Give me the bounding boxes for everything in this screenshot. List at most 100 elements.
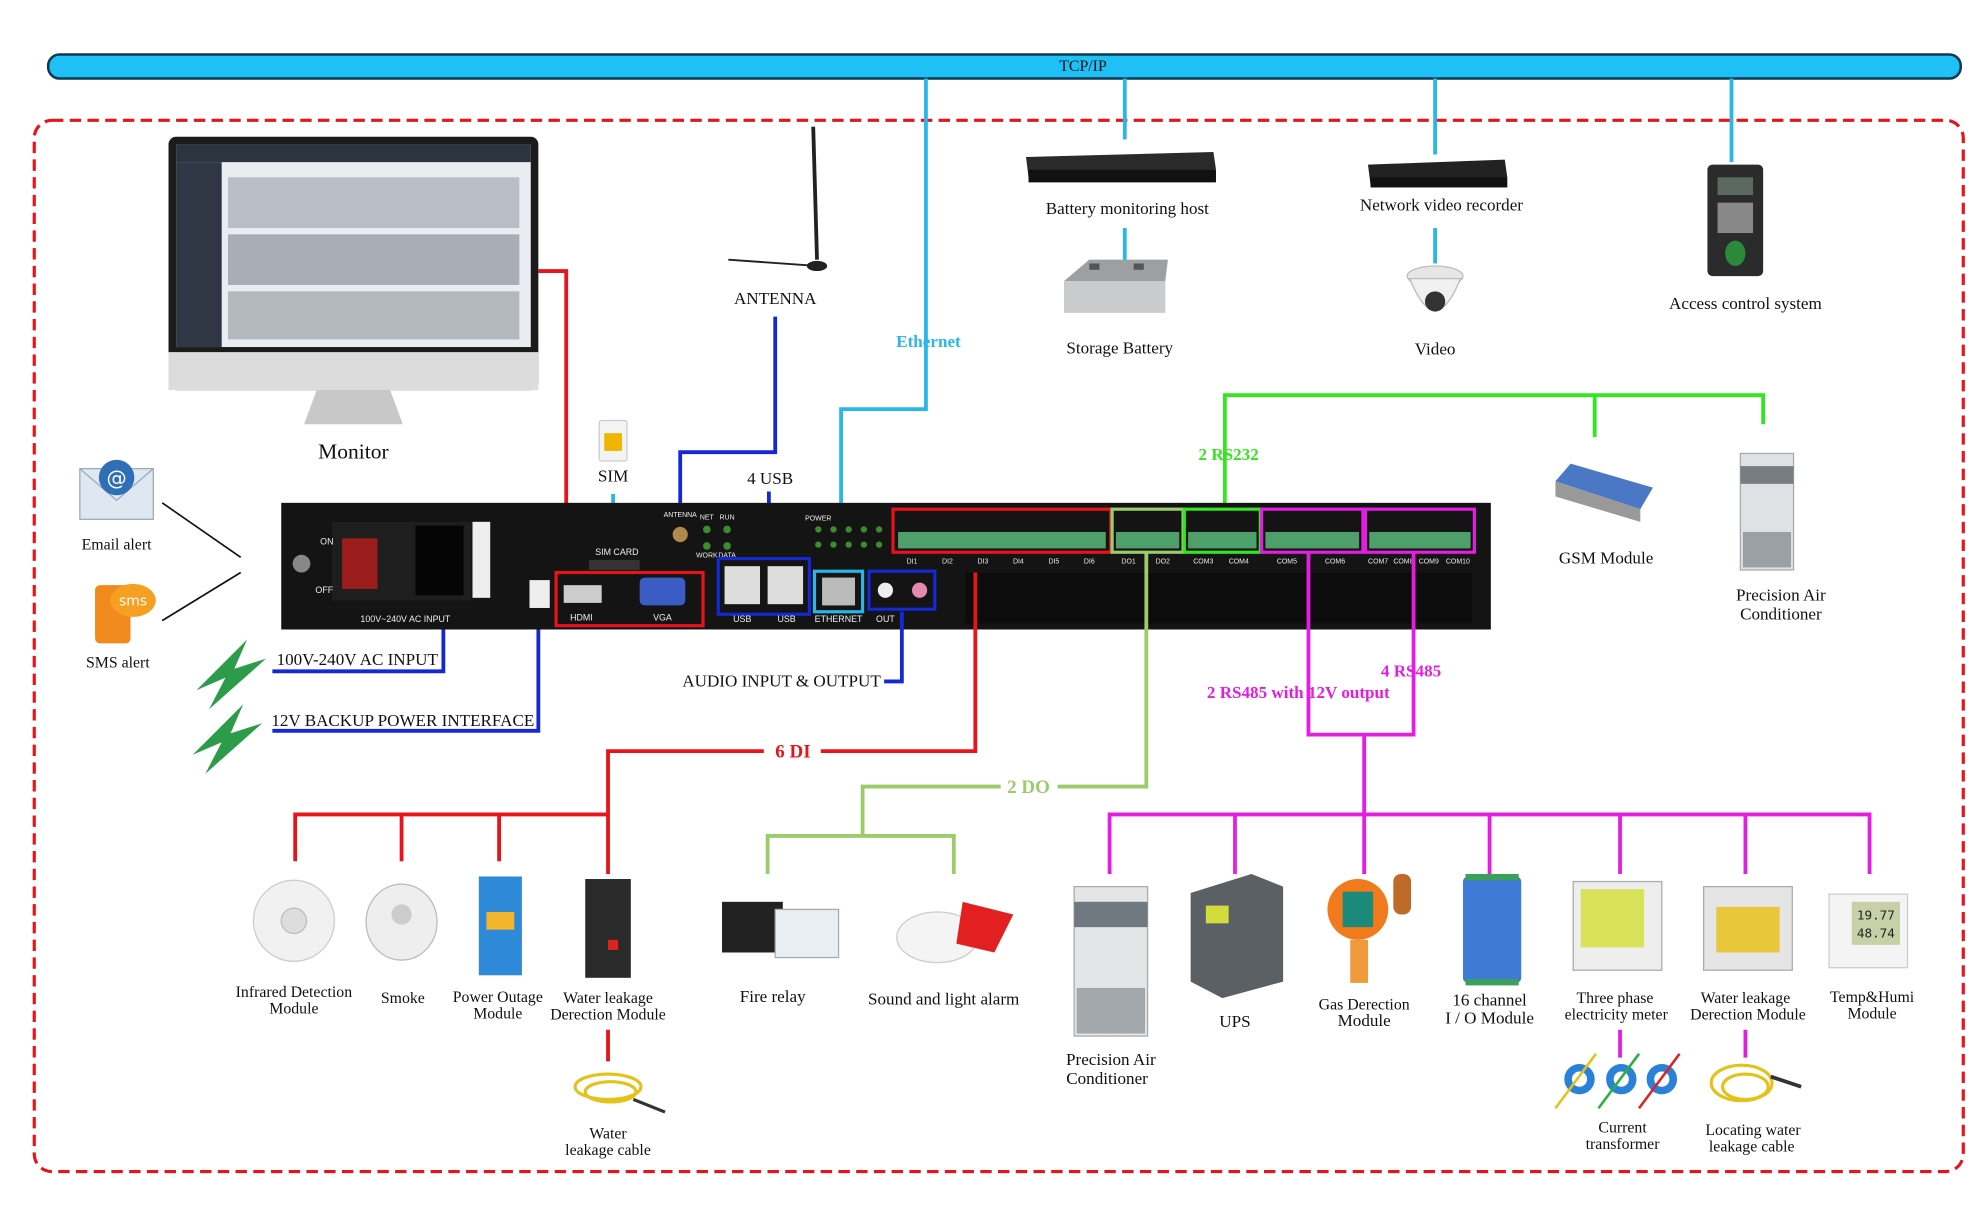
antenna-label: ANTENNA	[734, 289, 817, 308]
system-boundary	[32, 118, 1965, 1174]
sound-light-alarm-icon	[896, 901, 1014, 964]
water-leak-label-1: Water leakage	[563, 990, 653, 1007]
access-control-label: Access control system	[1669, 294, 1822, 313]
battery-monitoring-host	[1025, 151, 1216, 183]
usb-label-2: USB	[778, 614, 796, 624]
com3-label: COM3	[1193, 559, 1213, 566]
di5-label: DI5	[1048, 559, 1059, 566]
usb-label-1: USB	[733, 614, 751, 624]
di1-label: DI1	[907, 559, 918, 566]
water-leak-module-icon	[585, 879, 631, 978]
rs485-12v-label: 2 RS485 with 12V output	[1207, 683, 1390, 702]
lightning-icon	[196, 639, 267, 710]
ups-icon	[1190, 873, 1284, 999]
access-control-icon	[1707, 164, 1764, 277]
at-glyph: @	[106, 466, 126, 490]
sim-card-icon	[598, 419, 628, 462]
do2-label: DO2	[1156, 559, 1170, 566]
network-video-recorder	[1367, 159, 1508, 188]
ct-label-1: Current	[1598, 1119, 1647, 1136]
electricity-meter-icon	[1572, 880, 1663, 971]
usb-port[interactable]	[767, 566, 804, 605]
antenna-port[interactable]	[672, 526, 688, 543]
precision-air-conditioner-icon	[1739, 452, 1795, 571]
camera-icon	[1406, 265, 1464, 312]
video-label: Video	[1415, 340, 1456, 359]
power-outage-module-icon	[478, 876, 522, 976]
infrared-detector-icon	[252, 879, 336, 962]
di4-label: DI4	[1013, 559, 1024, 566]
infrared-label-2: Module	[269, 1000, 318, 1017]
do-lines	[765, 552, 1149, 874]
audio-out-port[interactable]	[877, 582, 894, 598]
hdmi-label: HDMI	[570, 613, 593, 623]
meter-label-2: electricity meter	[1565, 1007, 1669, 1024]
pac-label-1: Precision Air	[1736, 585, 1826, 604]
water-cable-label-2: leakage cable	[565, 1142, 651, 1159]
hdmi-port[interactable]	[563, 585, 602, 603]
sound-light-alarm-label: Sound and light alarm	[868, 989, 1020, 1008]
audio-in-port[interactable]	[912, 582, 928, 598]
di2-label: DI2	[942, 559, 953, 566]
gas-detector-icon	[1327, 873, 1412, 983]
di-lines	[293, 572, 978, 1062]
water-leak2-label-1: Water leakage	[1701, 990, 1791, 1007]
audio-label: AUDIO INPUT & OUTPUT	[682, 671, 881, 690]
usb-port[interactable]	[724, 566, 761, 605]
di3-label: DI3	[978, 559, 989, 566]
storage-battery-icon	[1063, 259, 1168, 313]
do-label: 2 DO	[1007, 777, 1050, 798]
hdmi-line	[538, 269, 569, 593]
precision-air-conditioner-icon	[1073, 885, 1149, 1037]
temphumi-label-1: Temp&Humi	[1830, 989, 1915, 1006]
ac-line	[272, 623, 446, 674]
pac2-label-1: Precision Air	[1066, 1050, 1156, 1069]
antenna-icon	[728, 126, 828, 272]
power-outage-label-1: Power Outage	[453, 989, 543, 1006]
panel-ac-label: 100V~240V AC INPUT	[360, 614, 450, 624]
dc-jack[interactable]	[529, 580, 550, 608]
io-label-2: I / O Module	[1445, 1008, 1534, 1027]
rs232-label: 2 RS232	[1199, 445, 1259, 464]
temperature-readout: 19.77	[1857, 908, 1895, 923]
lightning-icon	[192, 704, 263, 774]
meter-label-1: Three phase	[1577, 990, 1654, 1007]
usb-count-label: 4 USB	[747, 469, 793, 488]
water-cable-label-1: Water	[589, 1126, 627, 1143]
audio-line	[884, 611, 904, 684]
sim-card-slot[interactable]	[589, 559, 640, 570]
di-label: 6 DI	[775, 741, 810, 762]
com9-label: COM9	[1419, 559, 1439, 566]
vga-port[interactable]	[639, 577, 686, 606]
gas-label-1: Gas Derection	[1319, 996, 1410, 1013]
data-led-label: DATA	[718, 552, 736, 559]
pac2-label-2: Conditioner	[1066, 1069, 1148, 1088]
backup-line	[272, 605, 541, 733]
power-switch[interactable]	[342, 538, 378, 589]
water-leak-label-2: Derection Module	[550, 1007, 666, 1024]
smoke-label: Smoke	[381, 990, 425, 1007]
rs232-lines	[1222, 393, 1766, 507]
ethernet-port-label: ETHERNET	[815, 614, 863, 624]
humidity-readout: 48.74	[1857, 925, 1895, 940]
sim-card-slot-label: SIM CARD	[595, 547, 638, 557]
com4-label: COM4	[1229, 559, 1249, 566]
ct-label-2: transformer	[1586, 1136, 1661, 1153]
current-transformer-icon	[1554, 1053, 1681, 1110]
off-label: OFF	[315, 585, 333, 595]
work-led-label: WORK	[696, 552, 718, 559]
sms-icon: sms	[95, 583, 156, 644]
fire-relay-label: Fire relay	[740, 987, 806, 1006]
main-controller-panel: ON OFF 100V~240V AC INPUT SIM CARD ANTEN…	[281, 502, 1491, 630]
tcpip-label: TCP/IP	[1059, 58, 1107, 75]
water-leak-cable-icon	[573, 1072, 666, 1114]
nvr-label: Network video recorder	[1360, 195, 1523, 214]
temp-humidity-sensor-icon: 19.77 48.74	[1828, 893, 1909, 969]
sms-alert-label: SMS alert	[86, 654, 150, 671]
sms-badge: sms	[119, 593, 147, 609]
email-icon: @	[79, 459, 154, 520]
io-module-icon	[1462, 873, 1522, 986]
locating-water-cable-icon	[1709, 1063, 1802, 1103]
com5-label: COM5	[1277, 559, 1297, 566]
ethernet-port[interactable]	[822, 577, 856, 606]
